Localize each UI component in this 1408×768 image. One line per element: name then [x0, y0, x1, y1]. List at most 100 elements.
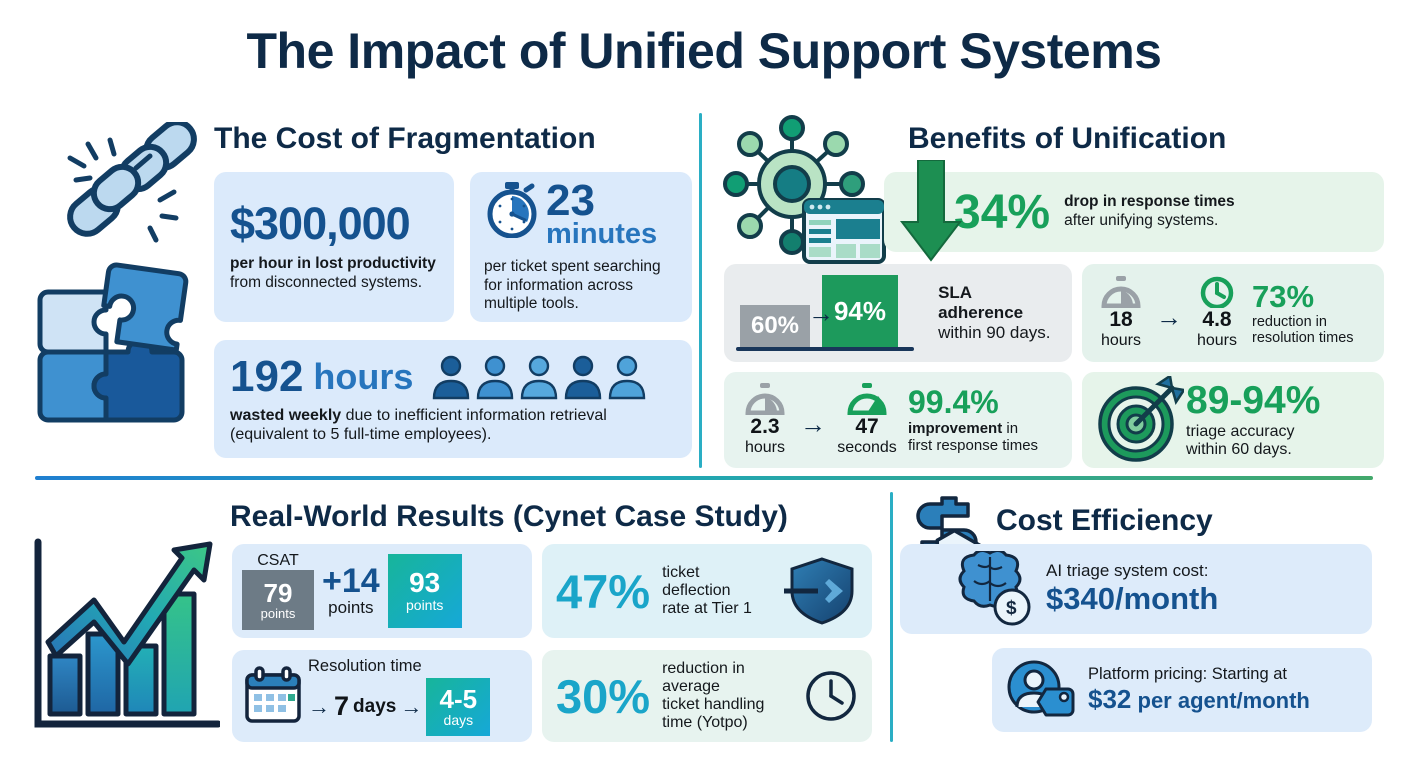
desc-fr-line1: improvement in — [908, 420, 1038, 437]
value-handling-time: 30% — [556, 669, 651, 723]
desc-deflect-line1: ticket — [662, 564, 700, 581]
card-ticket-deflection: 47% ticket deflection rate at Tier 1 — [542, 544, 872, 638]
value-platform-pricing: $32 per agent/month — [1088, 684, 1310, 715]
value-csat-after: 93 — [409, 567, 441, 598]
speed-gauge-green-icon — [847, 383, 887, 415]
section-cost-efficiency: Cost Efficiency $ $ AI triage s — [900, 492, 1384, 746]
user-tag-icon — [1007, 660, 1075, 717]
growth-chart-icon — [34, 538, 220, 728]
unit-res-days-before: days — [353, 695, 397, 717]
unit-csat-delta: points — [328, 598, 374, 617]
desc-handling-line1: reduction in average — [662, 660, 745, 695]
card-search-time: 23 minutes per ticket spent searching fo… — [470, 172, 692, 322]
card-ai-triage-cost: $ AI triage system cost: $340/month — [900, 544, 1372, 634]
card-cost-per-hour: $300,000 per hour in lost productivity f… — [214, 172, 454, 322]
desc-handling-line3: time (Yotpo) — [662, 714, 748, 731]
sla-label-after: 94% — [833, 295, 887, 326]
card-first-response: 2.3 hours → 47 seconds 99.4% improvement… — [724, 372, 1072, 468]
desc-wasted-hours: wasted weekly due to inefficient informa… — [230, 406, 676, 444]
unit-wasted-hours: hours — [313, 355, 414, 397]
label-csat: CSAT — [257, 552, 299, 569]
section-cost-of-fragmentation: The Cost of Fragmentation — [24, 112, 692, 468]
res-days-arrow2-icon: → — [400, 693, 423, 719]
desc-cost-per-hour: per hour in lost productivity from disco… — [230, 255, 438, 292]
unit-fr-after: seconds — [837, 439, 897, 456]
stopwatch-gray-icon — [1101, 276, 1141, 308]
section-heading-unification: Benefits of Unification — [908, 122, 1227, 155]
divider-horizontal — [35, 476, 1373, 480]
calendar-icon — [245, 666, 301, 723]
section-heading-real-world: Real-World Results (Cynet Case Study) — [230, 500, 788, 533]
value-ai-triage: $340/month — [1046, 581, 1218, 617]
svg-text:$: $ — [1006, 598, 1017, 619]
unit-fr-before: hours — [744, 439, 786, 456]
desc-sla-line2: within 90 days. — [938, 323, 1051, 342]
value-cost-per-hour: $300,000 — [230, 198, 411, 250]
value-search-time: 23 — [546, 176, 595, 226]
people-group-icon — [433, 355, 646, 400]
desc-deflect-line2: deflection — [662, 582, 731, 599]
section-heading-cost-efficiency: Cost Efficiency — [996, 504, 1213, 537]
unit-res-before: hours — [1100, 332, 1142, 349]
section-heading-fragmentation: The Cost of Fragmentation — [214, 122, 596, 155]
unit-csat-after: points — [406, 597, 444, 613]
value-csat-before: 79 — [263, 577, 293, 608]
card-resolution-days: Resolution time → 7 days → 4-5 days — [232, 650, 532, 742]
desc-deflect-line3: rate at Tier 1 — [662, 600, 752, 617]
desc-triage-line2: within 60 days. — [1186, 441, 1292, 458]
fr-arrow-icon: → — [800, 408, 826, 439]
sla-baseline — [736, 347, 914, 351]
value-ticket-deflection: 47% — [556, 564, 651, 618]
unit-res-after: hours — [1196, 332, 1238, 349]
section-real-world-results: Real-World Results (Cynet Case Study) — [24, 492, 884, 746]
page-title: The Impact of Unified Support Systems — [246, 23, 1162, 79]
clock-icon — [806, 671, 856, 721]
card-resolution-time: 18 hours → 4.8 hours 73% reduction in re… — [1082, 264, 1384, 362]
card-response-drop: 34% drop in response times after unifyin… — [884, 160, 1384, 262]
stopwatch-gray-icon — [745, 383, 785, 415]
value-response-drop: 34% — [954, 185, 1051, 239]
desc-res-line1: reduction in — [1252, 313, 1327, 330]
divider-vertical-top — [699, 113, 702, 468]
value-res-days-after: 4-5 — [439, 683, 478, 714]
down-arrow-icon — [900, 160, 962, 262]
unit-csat-before: points — [260, 605, 296, 621]
value-fr-before: 2.3 — [750, 415, 780, 438]
desc-cost-per-hour-bold: per hour in lost productivity — [230, 255, 436, 273]
value-csat-delta: +14 — [322, 562, 380, 600]
card-triage-accuracy: 89-94% triage accuracy within 60 days. — [1082, 372, 1384, 468]
sla-arrow-icon: → — [808, 298, 834, 328]
desc-fr-rest: in — [1002, 420, 1019, 437]
brain-coin-icon: $ — [958, 551, 1031, 626]
value-fr-improvement: 99.4% — [908, 384, 999, 420]
desc-handling-line2: ticket handling — [662, 696, 765, 713]
value-ai-triage-rest: /month — [1114, 581, 1219, 617]
section-benefits-of-unification: Benefits of Unification — [712, 112, 1384, 468]
sla-label-before: 60% — [750, 312, 800, 339]
value-platform-bold: $32 — [1088, 683, 1132, 714]
value-res-reduction: 73% — [1252, 278, 1315, 314]
desc-search-time: per ticket spent searching for informati… — [484, 258, 661, 313]
desc-response-drop-bold: drop in response times — [1064, 193, 1235, 211]
res-days-arrow1-icon: → — [308, 693, 330, 719]
desc-sla-line1: SLA adherence — [938, 283, 1024, 322]
target-dart-icon — [1098, 376, 1184, 462]
card-platform-pricing: Platform pricing: Starting at $32 per ag… — [992, 648, 1372, 732]
sla-bar-after: 94% — [822, 275, 898, 347]
desc-wasted-hours-bold: wasted weekly — [230, 406, 342, 424]
desc-res-line2: resolution times — [1252, 329, 1354, 346]
res-arrow-icon: → — [1156, 301, 1182, 332]
value-res-before: 18 — [1109, 308, 1133, 331]
csat-bar-after: 93 points — [387, 554, 462, 628]
value-wasted-hours: 192 — [230, 351, 304, 401]
broken-chain-icon — [67, 122, 197, 243]
card-sla-adherence: 60% 94% → SLA adherence within 90 days. — [724, 264, 1072, 362]
unit-res-days-after: days — [443, 711, 474, 728]
desc-wasted-hours-rest: due to inefficient information retrieval… — [230, 406, 607, 443]
desc-fr-line2: first response times — [908, 437, 1039, 454]
desc-cost-per-hour-rest: from disconnected systems. — [230, 274, 423, 291]
clock-green-icon — [1200, 276, 1234, 308]
desc-response-drop-rest: after unifying systems. — [1064, 212, 1219, 229]
stopwatch-icon — [487, 182, 537, 239]
